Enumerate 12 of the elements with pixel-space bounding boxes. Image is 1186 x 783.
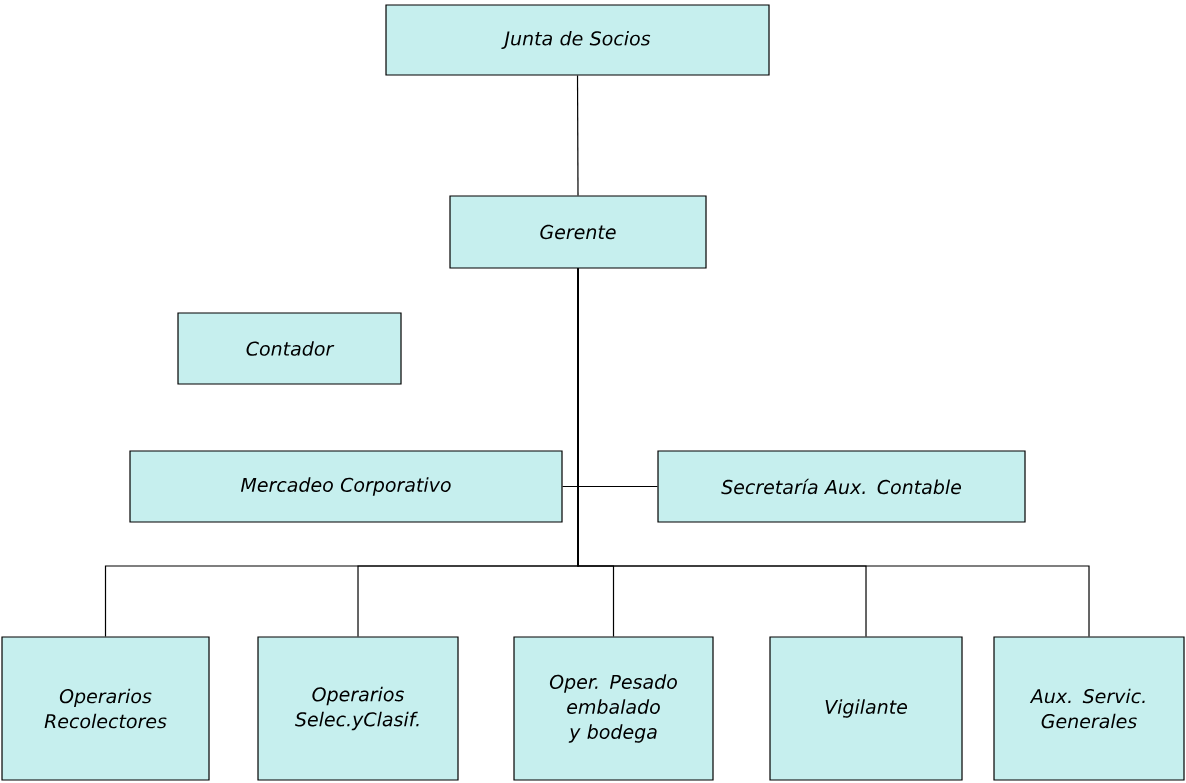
org-box: Secretaría Aux. Contable <box>657 450 1026 523</box>
org-box: Gerente <box>449 195 707 269</box>
org-box: Aux. Servic. Generales <box>993 636 1185 781</box>
org-box: Oper. Pesado embalado y bodega <box>513 636 714 781</box>
org-box: Vigilante <box>769 636 963 781</box>
org-box: Mercadeo Corporativo <box>129 450 563 523</box>
org-box: Operarios Recolectores <box>1 636 210 781</box>
org-box: Contador <box>177 312 402 385</box>
org-box: Operarios Selec.yClasif. <box>257 636 459 781</box>
connector-line <box>576 75 579 196</box>
connector-line <box>577 268 1090 637</box>
org-box: Junta de Socios <box>385 4 770 76</box>
